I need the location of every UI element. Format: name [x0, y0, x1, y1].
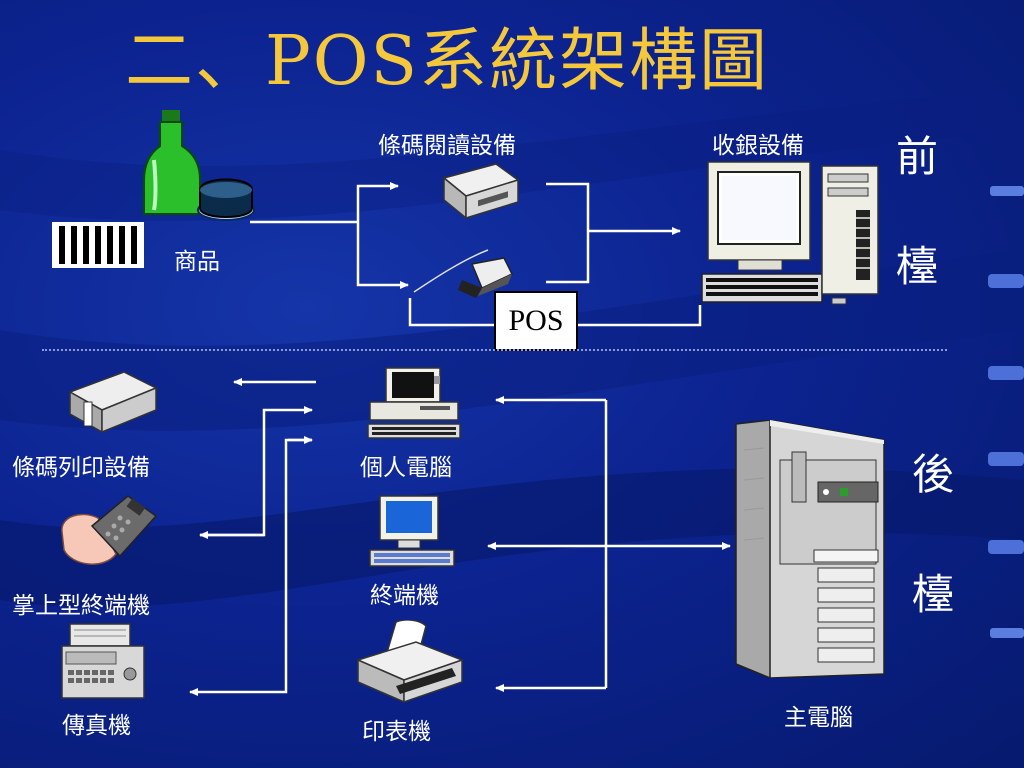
- handheld-terminal-label: 掌上型終端機: [12, 593, 150, 619]
- host-computer-label: 主電腦: [784, 705, 853, 731]
- personal-computer-icon: [367, 367, 461, 439]
- barcode-scanner-icon: [442, 163, 520, 220]
- terminal-icon: [369, 495, 455, 567]
- printer-label: 印表機: [362, 719, 431, 745]
- front-office-char-1: 前: [896, 132, 939, 181]
- barcode-printer-label: 條碼列印設備: [12, 455, 150, 481]
- barcode-reader-label: 條碼閱讀設備: [378, 133, 516, 159]
- bottle-icon: [143, 110, 255, 221]
- back-office-char-1: 後: [912, 450, 955, 499]
- label-printer-icon: [68, 371, 158, 434]
- printer-icon: [356, 620, 465, 704]
- goods-label: 商品: [174, 249, 220, 275]
- desktop-computer-icon: [701, 161, 879, 305]
- front-office-char-2: 檯: [896, 242, 939, 291]
- cash-register-label: 收銀設備: [712, 133, 804, 159]
- mainframe-server-icon: [735, 420, 885, 678]
- page-title: 二、POS系統架構圖: [125, 22, 770, 101]
- section-divider: [42, 349, 947, 351]
- back-office-char-2: 檯: [912, 570, 955, 619]
- handheld-terminal-icon: [61, 495, 158, 565]
- fax-label: 傳真機: [62, 713, 131, 739]
- scanner-gun-icon: [413, 249, 514, 298]
- fax-machine-icon: [61, 623, 145, 699]
- pos-box: POS: [494, 291, 578, 351]
- terminal-label: 終端機: [370, 583, 439, 609]
- barcode-icon: [52, 222, 144, 268]
- personal-computer-label: 個人電腦: [360, 455, 452, 481]
